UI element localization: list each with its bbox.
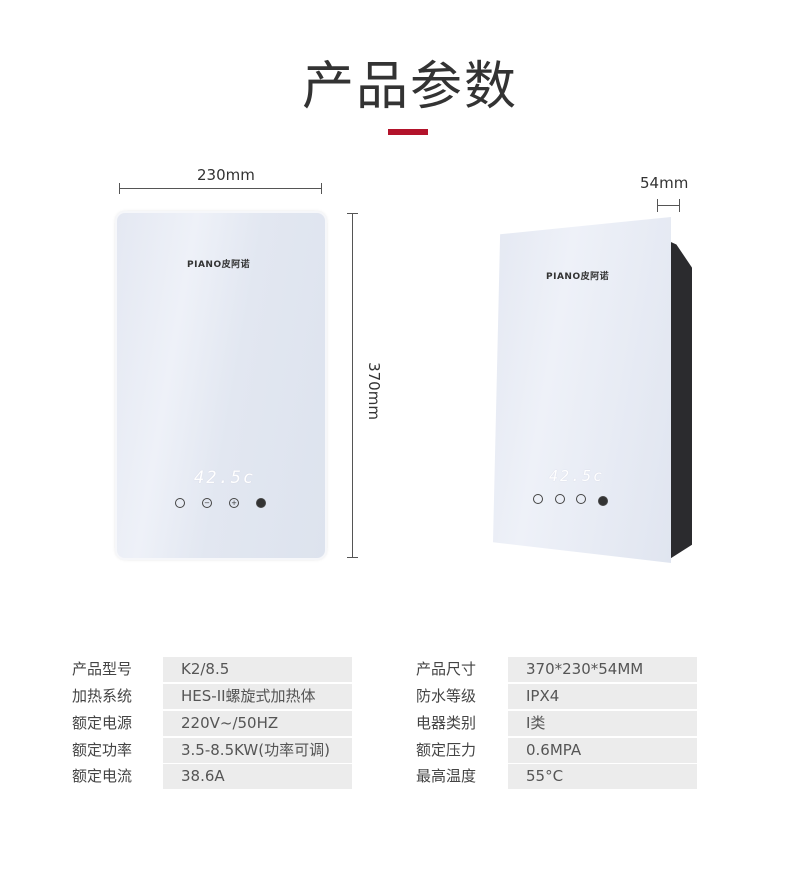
spec-label: 防水等级 [416, 687, 477, 705]
height-dimension-line [352, 213, 353, 558]
dim-tick [119, 183, 120, 194]
spec-label: 电器类别 [416, 714, 477, 732]
spec-label: 产品型号 [72, 660, 133, 678]
dim-tick [347, 213, 358, 214]
minus-icon [555, 494, 565, 504]
dim-tick [347, 557, 358, 558]
plus-icon [576, 494, 586, 504]
brand-logo: PIANO皮阿诺 [187, 260, 251, 270]
page-title: 产品参数 [301, 57, 518, 117]
spec-value: 0.6MPA [508, 738, 697, 763]
width-label: 230mm [197, 166, 255, 184]
width-dimension-line [119, 188, 322, 189]
spec-label: 产品尺寸 [416, 660, 477, 678]
depth-dimension-line [657, 205, 679, 206]
spec-value: 38.6A [163, 764, 352, 789]
heater-angled-view: PIANO皮阿诺 42.5c [493, 217, 671, 563]
heater-front-view: PIANO皮阿诺 42.5c − + [117, 213, 325, 558]
dim-tick [679, 199, 680, 212]
spec-value: I类 [508, 711, 697, 736]
dim-tick [321, 183, 322, 194]
temperature-display: 42.5c [549, 467, 605, 485]
power-icon [598, 496, 608, 506]
spec-value: 55°C [508, 764, 697, 789]
spec-label: 额定功率 [72, 741, 133, 759]
brand-logo: PIANO皮阿诺 [546, 272, 610, 282]
plus-icon: + [229, 498, 239, 508]
spec-value: 370*230*54MM [508, 657, 697, 682]
spec-value: HES-II螺旋式加热体 [163, 684, 352, 709]
spec-label: 额定电源 [72, 714, 133, 732]
power-icon [256, 498, 266, 508]
depth-label: 54mm [640, 174, 689, 192]
dim-tick [657, 199, 658, 212]
minus-icon: − [202, 498, 212, 508]
temperature-display: 42.5c [194, 468, 256, 488]
mode-icon [175, 498, 185, 508]
height-label: 370mm [364, 362, 383, 420]
spec-label: 加热系统 [72, 687, 133, 705]
mode-icon [533, 494, 543, 504]
spec-value: 220V~/50HZ [163, 711, 352, 736]
spec-value: 3.5-8.5KW(功率可调) [163, 738, 352, 763]
spec-label: 额定压力 [416, 741, 477, 759]
spec-label: 额定电流 [72, 767, 133, 785]
spec-value: K2/8.5 [163, 657, 352, 682]
spec-label: 最高温度 [416, 767, 477, 785]
title-underline [388, 129, 428, 135]
spec-value: IPX4 [508, 684, 697, 709]
